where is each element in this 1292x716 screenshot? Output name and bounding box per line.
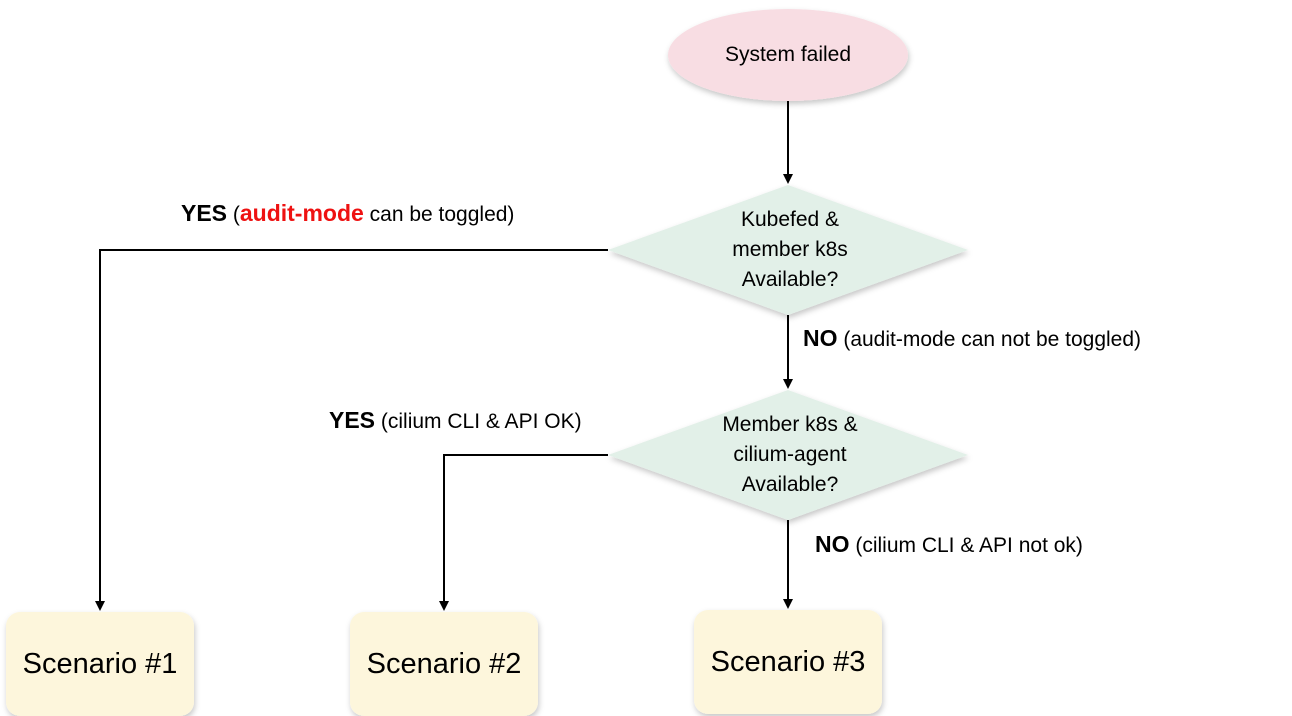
edge-label-yes-1-rest: can be toggled) <box>363 203 515 226</box>
edge-label-yes-1: YES (audit-mode can be toggled) <box>181 200 514 227</box>
decision-1-line-3: Available? <box>741 268 839 291</box>
edge-label-yes-1-highlight: audit-mode <box>239 200 364 226</box>
arrow-decision1-yes-to-scenario1 <box>95 249 608 611</box>
scenario-1-shape <box>6 612 194 716</box>
edge-label-yes-1-keyword: YES <box>181 200 228 226</box>
scenario-1-label: Scenario #1 <box>22 647 178 680</box>
scenario-3-label: Scenario #3 <box>710 645 866 678</box>
decision-node-1-label: Kubefed & member k8s Available? <box>640 205 940 295</box>
arrow-decision2-yes-to-scenario2 <box>439 454 608 611</box>
scenario-3-shape <box>694 610 882 714</box>
decision-2-line-2: cilium-agent <box>733 443 847 466</box>
edge-label-no-1: NO (audit-mode can not be toggled) <box>803 325 1141 352</box>
edge-label-no-1-rest: (audit-mode can not be toggled) <box>837 328 1142 351</box>
edge-label-yes-2-keyword: YES <box>329 407 376 433</box>
decision-2-line-3: Available? <box>741 473 839 496</box>
start-node-label: System failed <box>724 43 852 67</box>
edge-label-yes-1-open: ( <box>227 203 240 226</box>
decision-node-1-shape <box>608 185 968 315</box>
start-node-shape <box>668 9 908 101</box>
scenario-2-shape <box>350 612 538 716</box>
edge-label-yes-2-rest: (cilium CLI & API OK) <box>375 410 582 433</box>
edge-label-no-1-keyword: NO <box>803 325 838 351</box>
decision-node-2-shape <box>608 390 968 520</box>
edge-label-no-2: NO (cilium CLI & API not ok) <box>815 531 1083 558</box>
edge-label-no-2-rest: (cilium CLI & API not ok) <box>849 534 1083 557</box>
edge-label-yes-2: YES (cilium CLI & API OK) <box>329 407 582 434</box>
decision-2-line-1: Member k8s & <box>722 413 858 436</box>
decision-node-2-label: Member k8s & cilium-agent Available? <box>640 410 940 500</box>
decision-1-line-1: Kubefed & <box>740 208 840 231</box>
decision-1-line-2: member k8s <box>732 238 848 261</box>
scenario-2-label: Scenario #2 <box>366 647 522 680</box>
edge-label-no-2-keyword: NO <box>815 531 850 557</box>
